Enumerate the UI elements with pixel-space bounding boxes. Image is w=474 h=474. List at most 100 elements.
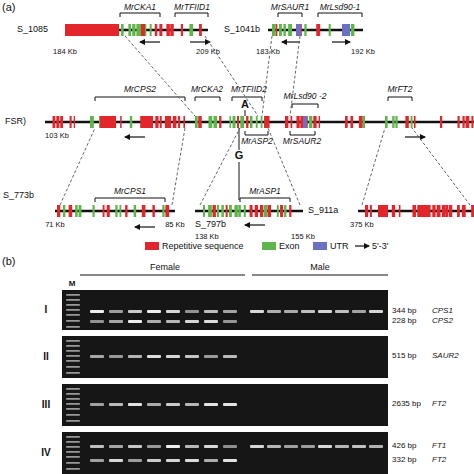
- repeat-block: [440, 116, 442, 128]
- repeat-block: [100, 116, 113, 128]
- repeat-block: [267, 116, 269, 128]
- band-size: 515 bp: [392, 352, 416, 360]
- repeat-block: [392, 205, 395, 217]
- coordinate-label: 71 Kb: [45, 221, 65, 229]
- repeat-block: [165, 205, 169, 217]
- panel-number: II: [43, 352, 49, 362]
- repeat-block: [432, 205, 435, 217]
- exon-block: [304, 24, 306, 36]
- gel-panel: I: [62, 290, 388, 330]
- dna-band: [318, 445, 332, 448]
- gene-bracket: [278, 13, 302, 17]
- gene-bracket: [318, 13, 362, 17]
- coordinate-label: 155 Kb: [291, 233, 315, 241]
- gel-background: [62, 384, 388, 426]
- dna-band: [109, 355, 123, 358]
- utr-block: [303, 116, 307, 128]
- ladder-band: [66, 366, 80, 368]
- dna-band: [250, 310, 264, 313]
- gene-label: FT2: [432, 400, 446, 408]
- dna-band: [204, 445, 218, 448]
- repeat-block: [226, 205, 228, 217]
- ladder-band: [66, 388, 80, 390]
- repeat-block: [350, 116, 353, 128]
- dna-band: [267, 445, 281, 448]
- exon-block: [351, 24, 355, 36]
- exon-block: [119, 205, 121, 217]
- ladder-band: [66, 294, 80, 296]
- repeat-block: [120, 116, 122, 128]
- exon-block: [264, 205, 268, 217]
- coordinate-label: 103 Kb: [45, 132, 69, 140]
- marker-letter: A: [241, 99, 249, 110]
- scaffold-bar: FSR)103 Kb: [45, 116, 474, 128]
- gel-image: [62, 432, 388, 474]
- direction-arrow: [140, 41, 160, 42]
- exon-block: [244, 205, 246, 217]
- dna-band: [90, 459, 104, 462]
- ladder-band: [66, 355, 80, 357]
- repeat-block: [316, 24, 320, 36]
- dna-band: [90, 310, 104, 313]
- gel-image: [62, 336, 388, 378]
- direction-arrow: [125, 136, 145, 137]
- dna-band: [250, 445, 264, 448]
- repeat-block: [152, 205, 154, 217]
- repeat-block: [370, 205, 372, 217]
- scaffold-track: [45, 116, 474, 128]
- homology-link: [125, 36, 195, 116]
- repeat-block: [399, 205, 401, 217]
- repeat-block: [213, 205, 216, 217]
- ladder-band: [66, 304, 80, 306]
- gene-label: MrSAUR2: [283, 137, 321, 146]
- repeat-block: [319, 116, 320, 128]
- repeat-block: [166, 24, 170, 36]
- repeat-block: [462, 205, 466, 217]
- repeat-block: [107, 205, 110, 217]
- dna-band: [90, 320, 104, 323]
- dna-band: [223, 403, 237, 406]
- dna-band: [128, 310, 142, 313]
- gene-bracket: [290, 131, 315, 135]
- scaffold-track: [55, 205, 175, 217]
- marker-line: [245, 110, 246, 116]
- repeat-block: [155, 116, 158, 128]
- repeat-block: [160, 116, 162, 128]
- exon-block: [288, 24, 292, 36]
- scaffold-name: S_1041b: [224, 25, 260, 34]
- exon-block: [234, 205, 237, 217]
- gene-bracket: [120, 13, 160, 17]
- dna-band: [204, 320, 218, 323]
- exon-block: [240, 116, 244, 128]
- dna-band: [185, 403, 199, 406]
- repeat-block: [458, 116, 460, 128]
- scaffold-name: S_773b: [3, 191, 34, 200]
- scaffold-name: FSR): [5, 117, 26, 126]
- exon-block: [162, 205, 164, 217]
- dna-band: [267, 310, 281, 313]
- coordinate-label: 183 Kb: [256, 48, 280, 56]
- direction-arrow: [245, 224, 265, 225]
- ladder-band: [66, 414, 80, 416]
- ladder-band: [66, 393, 80, 395]
- dna-band: [223, 445, 237, 448]
- legend-arrow: [355, 245, 369, 246]
- gene-label: MrCPS2: [124, 85, 156, 94]
- dna-band: [185, 320, 199, 323]
- repeat-block: [165, 116, 171, 128]
- exon-block: [93, 205, 95, 217]
- gene-bracket: [195, 97, 220, 101]
- ladder-band: [66, 360, 80, 362]
- ladder-band: [66, 320, 80, 322]
- gene-label: MrSAUR1: [271, 3, 309, 12]
- dna-band: [352, 445, 366, 448]
- homology-link: [262, 36, 272, 116]
- ladder-band: [66, 441, 80, 443]
- exon-block: [395, 116, 397, 128]
- dna-band: [204, 355, 218, 358]
- repeat-block: [437, 205, 441, 217]
- ladder-band: [66, 326, 80, 328]
- dna-band: [166, 403, 180, 406]
- repeat-block: [159, 24, 162, 36]
- repeat-block: [345, 116, 348, 128]
